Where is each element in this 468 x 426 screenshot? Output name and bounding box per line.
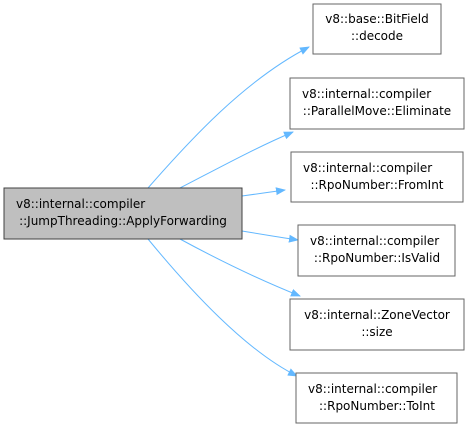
edge-to-rponumber-isvalid <box>241 230 299 243</box>
nodes-layer: v8::internal::compiler ::JumpThreading::… <box>3 3 465 424</box>
node-bitfield-decode-line-2: ::decode <box>351 29 403 43</box>
node-bitfield-decode-line-1: v8::base::BitField <box>325 12 428 26</box>
node-rponumber-fromint[interactable]: v8::internal::compiler ::RpoNumber::From… <box>290 151 464 203</box>
node-rponumber-toint[interactable]: v8::internal::compiler ::RpoNumber::ToIn… <box>295 372 458 424</box>
edge-to-zonevector-size <box>179 238 301 297</box>
node-rponumber-isvalid[interactable]: v8::internal::compiler ::RpoNumber::IsVa… <box>297 224 456 277</box>
node-parallelmove-eliminate-line-1: v8::internal::compiler <box>302 87 431 101</box>
edge-to-rponumber-fromint <box>241 187 286 197</box>
edges-layer <box>147 46 310 377</box>
node-parallelmove-eliminate-line-2: ::ParallelMove::Eliminate <box>303 104 451 118</box>
node-parallelmove-eliminate[interactable]: v8::internal::compiler ::ParallelMove::E… <box>289 77 465 130</box>
node-zonevector-size-line-1: v8::internal::ZoneVector <box>304 308 450 322</box>
node-bitfield-decode[interactable]: v8::base::BitField ::decode <box>312 3 442 55</box>
node-rponumber-toint-line-1: v8::internal::compiler <box>308 382 437 396</box>
node-apply-forwarding-line-2: ::JumpThreading::ApplyForwarding <box>19 214 227 228</box>
node-apply-forwarding[interactable]: v8::internal::compiler ::JumpThreading::… <box>3 187 243 240</box>
node-rponumber-fromint-line-2: ::RpoNumber::FromInt <box>310 178 443 192</box>
node-rponumber-isvalid-box <box>297 224 456 277</box>
node-apply-forwarding-box <box>3 187 243 240</box>
node-rponumber-fromint-line-1: v8::internal::compiler <box>303 161 432 175</box>
node-rponumber-isvalid-line-1: v8::internal::compiler <box>310 234 439 248</box>
node-parallelmove-eliminate-box <box>289 77 465 130</box>
edge-to-parallelmove-eliminate <box>179 131 294 189</box>
node-zonevector-size[interactable]: v8::internal::ZoneVector ::size <box>289 298 465 351</box>
node-rponumber-toint-line-2: ::RpoNumber::ToInt <box>319 399 435 413</box>
node-zonevector-size-line-2: ::size <box>361 325 392 339</box>
edge-to-rponumber-toint <box>147 238 298 377</box>
node-rponumber-isvalid-line-2: ::RpoNumber::IsValid <box>314 251 440 265</box>
node-zonevector-size-box <box>289 298 465 351</box>
node-rponumber-toint-box <box>295 372 458 424</box>
node-rponumber-fromint-box <box>290 151 464 203</box>
node-apply-forwarding-line-1: v8::internal::compiler <box>16 197 145 211</box>
node-bitfield-decode-box <box>312 3 442 55</box>
edge-to-bitfield-decode <box>147 46 310 189</box>
